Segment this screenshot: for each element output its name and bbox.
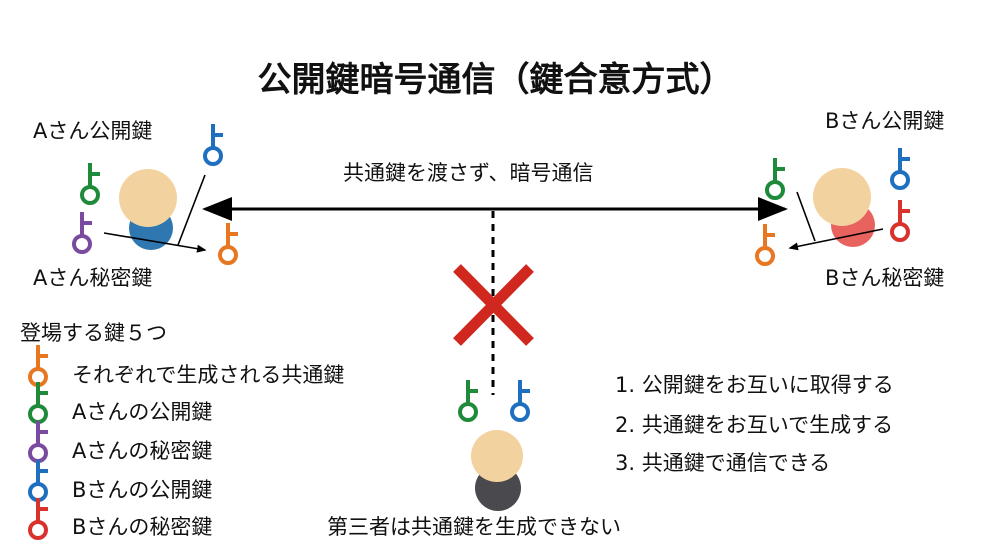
legend-key-icon <box>28 458 50 502</box>
legend-heading: 登場する鍵５つ <box>20 321 167 345</box>
legend-key-icon <box>28 496 50 540</box>
person-a <box>119 169 177 250</box>
b-private-label: Bさん秘密鍵 <box>825 266 945 290</box>
third-party-person <box>471 430 523 511</box>
step-item: 3. 共通鍵で通信できる <box>615 451 831 475</box>
legend-item-label: Aさんの公開鍵 <box>72 400 213 424</box>
legend-key-icon <box>28 343 50 387</box>
legend-item-label: Aさんの秘密鍵 <box>72 439 213 463</box>
legend-item-label: Bさんの秘密鍵 <box>72 515 213 539</box>
a-private-label: Aさん秘密鍵 <box>33 266 153 290</box>
arrow-to-shared-key-b <box>788 228 884 251</box>
legend-item-label: それぞれで生成される共通鍵 <box>72 363 345 387</box>
key-icon-third-green <box>458 378 480 422</box>
key-icon-b-public <box>890 146 912 190</box>
person-b <box>813 168 875 247</box>
legend-item-label: Bさんの公開鍵 <box>72 478 213 502</box>
key-icon-shared-b <box>755 222 777 266</box>
key-icon-b-private <box>890 198 912 242</box>
key-icon-shared-a <box>218 221 240 265</box>
connector-line <box>796 191 816 242</box>
key-icon-third-blue <box>510 378 532 422</box>
step-item: 1. 公開鍵をお互いに取得する <box>615 373 894 397</box>
key-icon-a-public-green <box>80 161 102 205</box>
legend-key-icon <box>28 419 50 463</box>
arrow-to-shared-key-a <box>103 232 207 253</box>
third-party-label: 第三者は共通鍵を生成できない <box>327 515 621 539</box>
page-title: 公開鍵暗号通信（鍵合意方式） <box>257 60 734 100</box>
cross-icon <box>453 264 534 346</box>
key-icon-b-green <box>765 156 787 200</box>
key-icon-a-public-blue <box>203 122 225 166</box>
key-icon-a-private <box>72 210 94 254</box>
a-public-label: Aさん公開鍵 <box>33 119 153 143</box>
connector-line <box>177 174 206 246</box>
step-item: 2. 共通鍵をお互いで生成する <box>615 413 894 437</box>
legend-key-icon <box>28 380 50 424</box>
b-public-label: Bさん公開鍵 <box>825 109 945 133</box>
channel-label: 共通鍵を渡さず、暗号通信 <box>343 161 594 185</box>
